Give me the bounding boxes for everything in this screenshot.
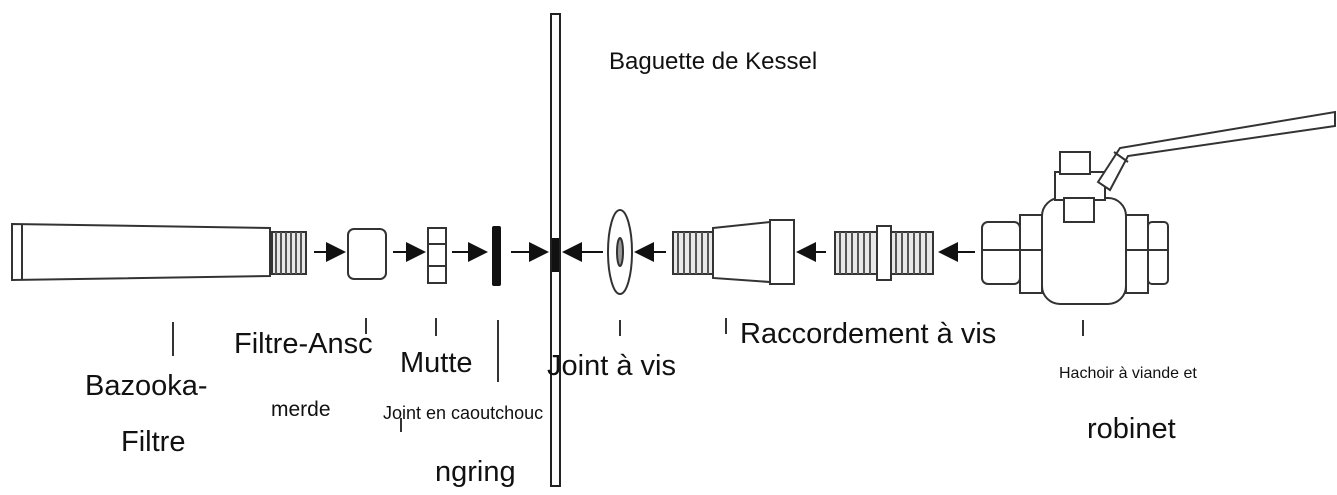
leader-lines <box>172 318 1084 432</box>
nut <box>427 227 447 284</box>
label-valve-line2: robinet <box>1087 413 1176 445</box>
label-rubber-ring-line2: ngring <box>435 456 516 488</box>
label-screw-fitting: Raccordement à vis <box>740 318 997 350</box>
label-bazooka-filter-line1: Bazooka- <box>85 370 208 402</box>
threaded-nipple <box>834 225 934 281</box>
label-bazooka-filter-line2: Filtre <box>121 426 186 458</box>
kessel-rod-pass <box>552 238 559 272</box>
filter-connector <box>347 228 387 280</box>
bazooka-filter <box>11 222 307 282</box>
screw-seal <box>607 209 633 295</box>
label-nut: Mutte <box>400 347 473 379</box>
rubber-ring <box>492 226 501 286</box>
ball-valve <box>981 110 1336 305</box>
label-kessel: Baguette de Kessel <box>609 48 818 75</box>
label-screw-seal: Joint à vis <box>547 350 676 382</box>
screw-fitting <box>672 219 795 285</box>
label-filter-connector-line1: Filtre-Ansc <box>234 328 373 360</box>
label-valve-line1: Hachoir à viande et <box>1059 365 1197 382</box>
label-filter-connector-line2: merde <box>271 398 331 421</box>
label-rubber-ring-line1: Joint en caoutchouc <box>383 403 544 423</box>
